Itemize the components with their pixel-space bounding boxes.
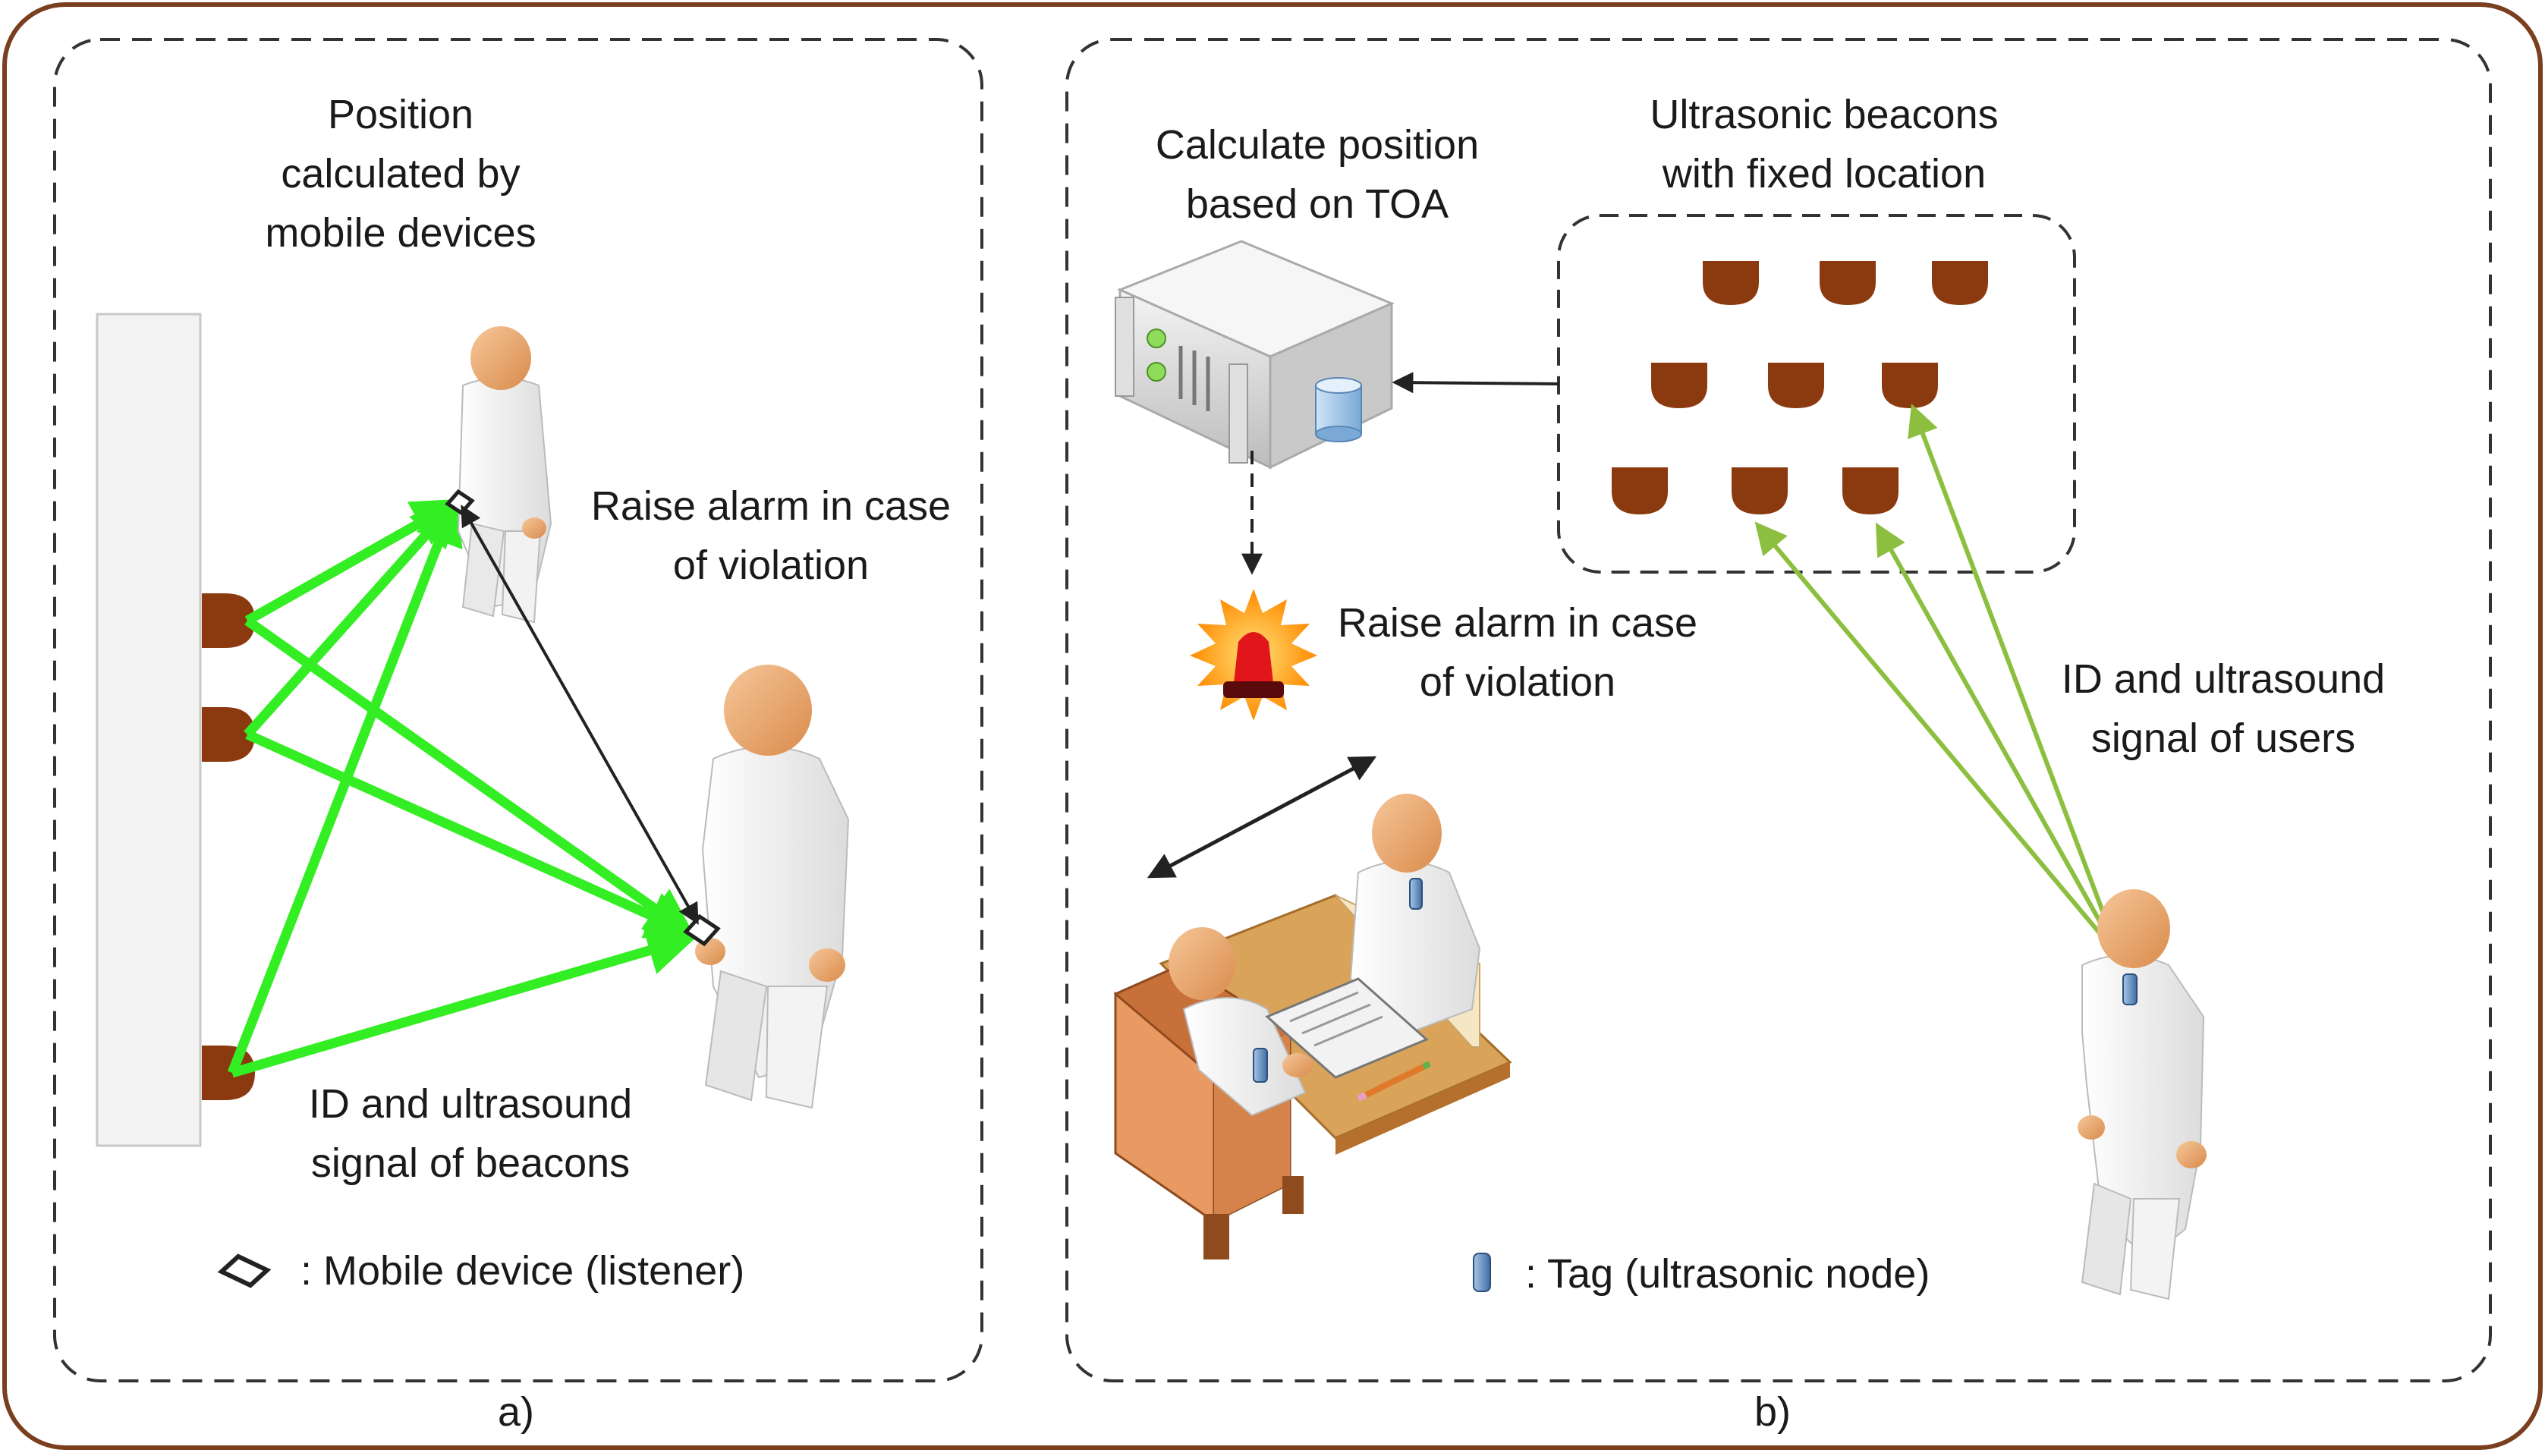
panel-a-signal-line-2: signal of beacons bbox=[310, 1140, 631, 1186]
user-with-tag bbox=[2078, 889, 2207, 1300]
panel-a-alarm-line-1: Raise alarm in case bbox=[590, 483, 952, 529]
panel-b-signal-line-2: signal of users bbox=[2090, 715, 2356, 761]
panel-a-border bbox=[53, 38, 983, 1382]
tag-legend-icon bbox=[1473, 1253, 1491, 1292]
beacon-group-border bbox=[1557, 214, 2076, 574]
panel-b-border bbox=[1065, 38, 2492, 1382]
ceiling-beacon-8 bbox=[1732, 467, 1788, 514]
user-signals bbox=[1754, 404, 2122, 959]
panel-b-alarm-line-1: Raise alarm in case bbox=[1337, 600, 1698, 646]
panel-a-title-line-1: Position bbox=[327, 92, 474, 137]
ceiling-beacon-4 bbox=[1651, 363, 1707, 408]
distance-arrow-a bbox=[461, 505, 699, 925]
fixed-beacons bbox=[1612, 261, 1988, 514]
panel-b-server-line-2: based on TOA bbox=[1185, 181, 1449, 227]
panel-b-server-line-1: Calculate position bbox=[1155, 122, 1480, 168]
beacons-to-server-arrow bbox=[1392, 372, 1559, 394]
panel-b-alarm-label: Raise alarm in case of violation bbox=[1313, 593, 1722, 712]
wall-beacon-2 bbox=[202, 707, 255, 762]
panel-b-beacons-label: Ultrasonic beacons with fixed location bbox=[1612, 85, 2037, 203]
ceiling-beacon-6 bbox=[1882, 363, 1938, 408]
ceiling-beacon-7 bbox=[1612, 467, 1668, 514]
panel-a-title-line-2: calculated by bbox=[281, 151, 521, 197]
wall-beacon-1 bbox=[202, 593, 255, 648]
panel-b-beacons-line-1: Ultrasonic beacons bbox=[1650, 92, 1999, 137]
database-icon bbox=[1315, 377, 1362, 442]
ceiling-beacon-9 bbox=[1842, 467, 1899, 514]
panel-b-caption: b) bbox=[1754, 1389, 1791, 1435]
panel-b-beacons-line-2: with fixed location bbox=[1662, 151, 1987, 197]
person-listener-2 bbox=[695, 665, 850, 1109]
person-listener-1 bbox=[457, 326, 552, 624]
desk-scene bbox=[1114, 794, 1512, 1259]
user-tag bbox=[2122, 973, 2138, 1005]
panel-b-signal-line-1: ID and ultrasound bbox=[2061, 656, 2386, 702]
panel-a-caption: a) bbox=[497, 1389, 534, 1435]
panel-a-alarm-line-2: of violation bbox=[672, 542, 870, 588]
wall bbox=[96, 313, 202, 1147]
panel-a-legend-text: : Mobile device (listener) bbox=[300, 1248, 745, 1294]
panel-a-alarm-label: Raise alarm in case of violation bbox=[566, 476, 976, 595]
panel-a-signal-label: ID and ultrasound signal of beacons bbox=[281, 1074, 660, 1193]
alarm-light-icon bbox=[1190, 589, 1317, 721]
panel-b-legend-text: : Tag (ultrasonic node) bbox=[1525, 1251, 1930, 1297]
ceiling-beacon-2 bbox=[1820, 261, 1876, 305]
ceiling-beacon-1 bbox=[1703, 261, 1759, 305]
mobile-device-legend-icon bbox=[217, 1253, 272, 1288]
ceiling-beacon-5 bbox=[1768, 363, 1824, 408]
panel-b-alarm-line-2: of violation bbox=[1419, 659, 1616, 705]
panel-a-signal-line-1: ID and ultrasound bbox=[308, 1081, 633, 1127]
panel-b-signal-label: ID and ultrasound signal of users bbox=[2034, 649, 2413, 768]
panel-a-title: Position calculated by mobile devices bbox=[249, 85, 552, 263]
panel-a-title-line-3: mobile devices bbox=[265, 210, 536, 256]
ceiling-beacon-3 bbox=[1932, 261, 1988, 305]
distance-arrow-b bbox=[1147, 756, 1377, 879]
panel-b-server-label: Calculate position based on TOA bbox=[1105, 115, 1530, 234]
server-icon bbox=[1115, 240, 1395, 470]
